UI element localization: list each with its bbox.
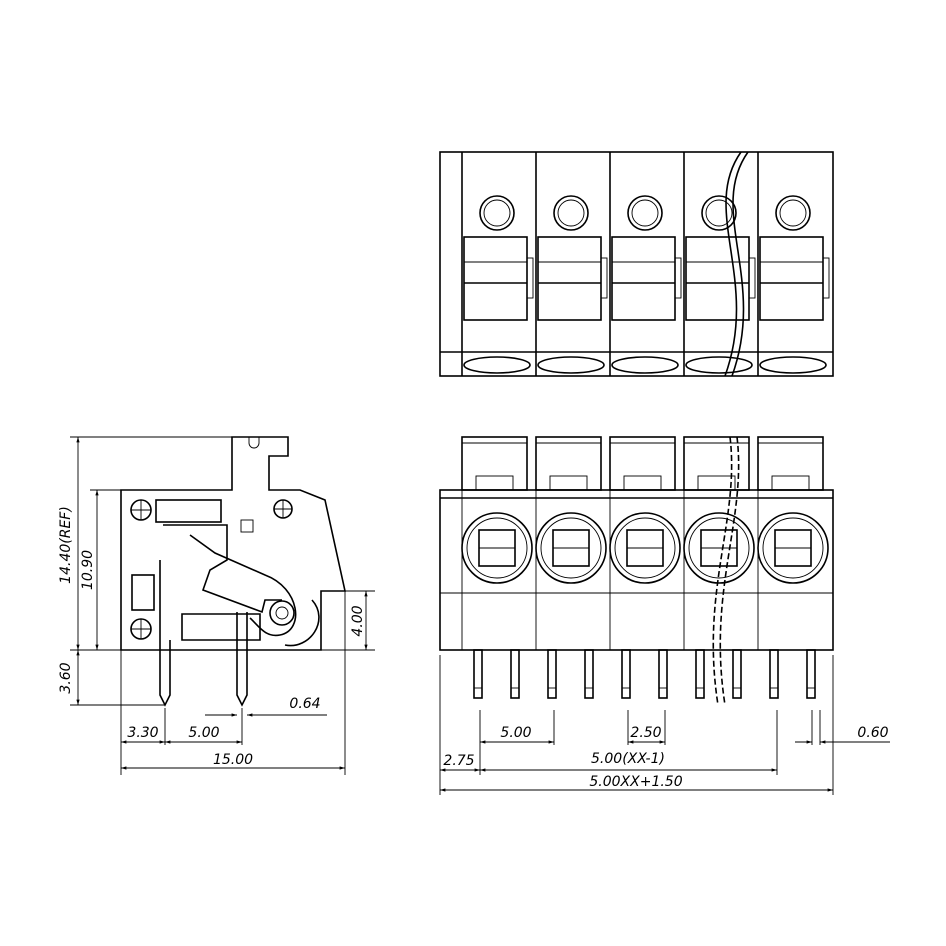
wire-entry-inner: [688, 517, 750, 579]
wire-entry: [683, 512, 755, 584]
release-slot: [537, 356, 605, 374]
dim-pin-length: 3.60: [58, 662, 74, 693]
solder-pin: [695, 649, 705, 699]
lever-front: [609, 436, 676, 491]
dim-edge-to-pin: 3.30: [127, 725, 158, 741]
solder-pin: [473, 649, 483, 699]
top-view: [439, 151, 834, 377]
lever-window: [475, 475, 514, 491]
dim-depth: 15.00: [213, 752, 253, 768]
lever-window: [623, 475, 662, 491]
lever-top: [537, 236, 602, 321]
release-slot: [685, 356, 753, 374]
lever-tab: [526, 257, 534, 299]
wire-entry-hole-inner: [705, 199, 733, 227]
wire-entry: [757, 512, 829, 584]
wire-entry-inner: [762, 517, 824, 579]
solder-pin: [806, 649, 816, 699]
side-dimensions: 14.40(REF) 10.90 3.60 4.00 0.64 3.30 5.0…: [58, 436, 375, 775]
solder-pin: [621, 649, 631, 699]
wire-entry: [461, 512, 533, 584]
lever-front: [535, 436, 602, 491]
solder-pin: [584, 649, 594, 699]
wire-entry-hole-inner: [779, 199, 807, 227]
release-slot: [463, 356, 531, 374]
wire-entry-hole: [775, 195, 811, 231]
wire-entry-inner: [614, 517, 676, 579]
lever-top: [463, 236, 528, 321]
dim-half-pitch: 2.50: [630, 725, 661, 741]
solder-pin: [510, 649, 520, 699]
wire-entry-hole-inner: [483, 199, 511, 227]
release-slot: [611, 356, 679, 374]
lever-tab: [674, 257, 682, 299]
lever-tab: [748, 257, 756, 299]
dim-lever-height: 4.00: [350, 605, 366, 636]
lever-tab: [822, 257, 830, 299]
lever-top: [685, 236, 750, 321]
wire-entry-inner: [540, 517, 602, 579]
dim-body-height: 10.90: [80, 550, 96, 590]
solder-pin: [658, 649, 668, 699]
dim-pin-width-front: 0.60: [857, 725, 888, 741]
dim-pin-span: 5.00(XX-1): [591, 751, 665, 767]
solder-pin: [732, 649, 742, 699]
release-slot: [759, 356, 827, 374]
lever-top: [611, 236, 676, 321]
lever-front: [461, 436, 528, 491]
wire-entry-hole: [701, 195, 737, 231]
solder-pin: [547, 649, 557, 699]
wire-entry-hole: [627, 195, 663, 231]
wire-front: [712, 436, 733, 706]
wire-entry: [535, 512, 607, 584]
lever-window: [549, 475, 588, 491]
side-view: [120, 436, 346, 707]
dim-pitch: 5.00: [500, 725, 531, 741]
lever-window: [771, 475, 810, 491]
dim-edge-offset: 2.75: [443, 753, 474, 769]
wire-entry-hole: [553, 195, 589, 231]
lever-front: [683, 436, 750, 491]
dim-overall-length: 5.00XX+1.50: [589, 774, 682, 790]
lever-tab: [600, 257, 608, 299]
wire-entry: [609, 512, 681, 584]
lever-front: [757, 436, 824, 491]
front-dimensions: 5.00 2.50 0.60 2.75 5.00(XX-1) 5.00XX+1.…: [439, 655, 890, 795]
cut-break-line-top: [724, 151, 742, 377]
wire-entry-hole: [479, 195, 515, 231]
wire-entry-hole-inner: [557, 199, 585, 227]
dim-pin-width-side: 0.64: [289, 696, 320, 712]
lever-window: [697, 475, 736, 491]
wire-entry-hole-inner: [631, 199, 659, 227]
solder-pin: [769, 649, 779, 699]
wire-entry-inner: [466, 517, 528, 579]
dim-pin-row-spacing: 5.00: [188, 725, 219, 741]
lever-top: [759, 236, 824, 321]
dim-overall-height: 14.40(REF): [58, 506, 74, 584]
front-view: [439, 436, 834, 706]
